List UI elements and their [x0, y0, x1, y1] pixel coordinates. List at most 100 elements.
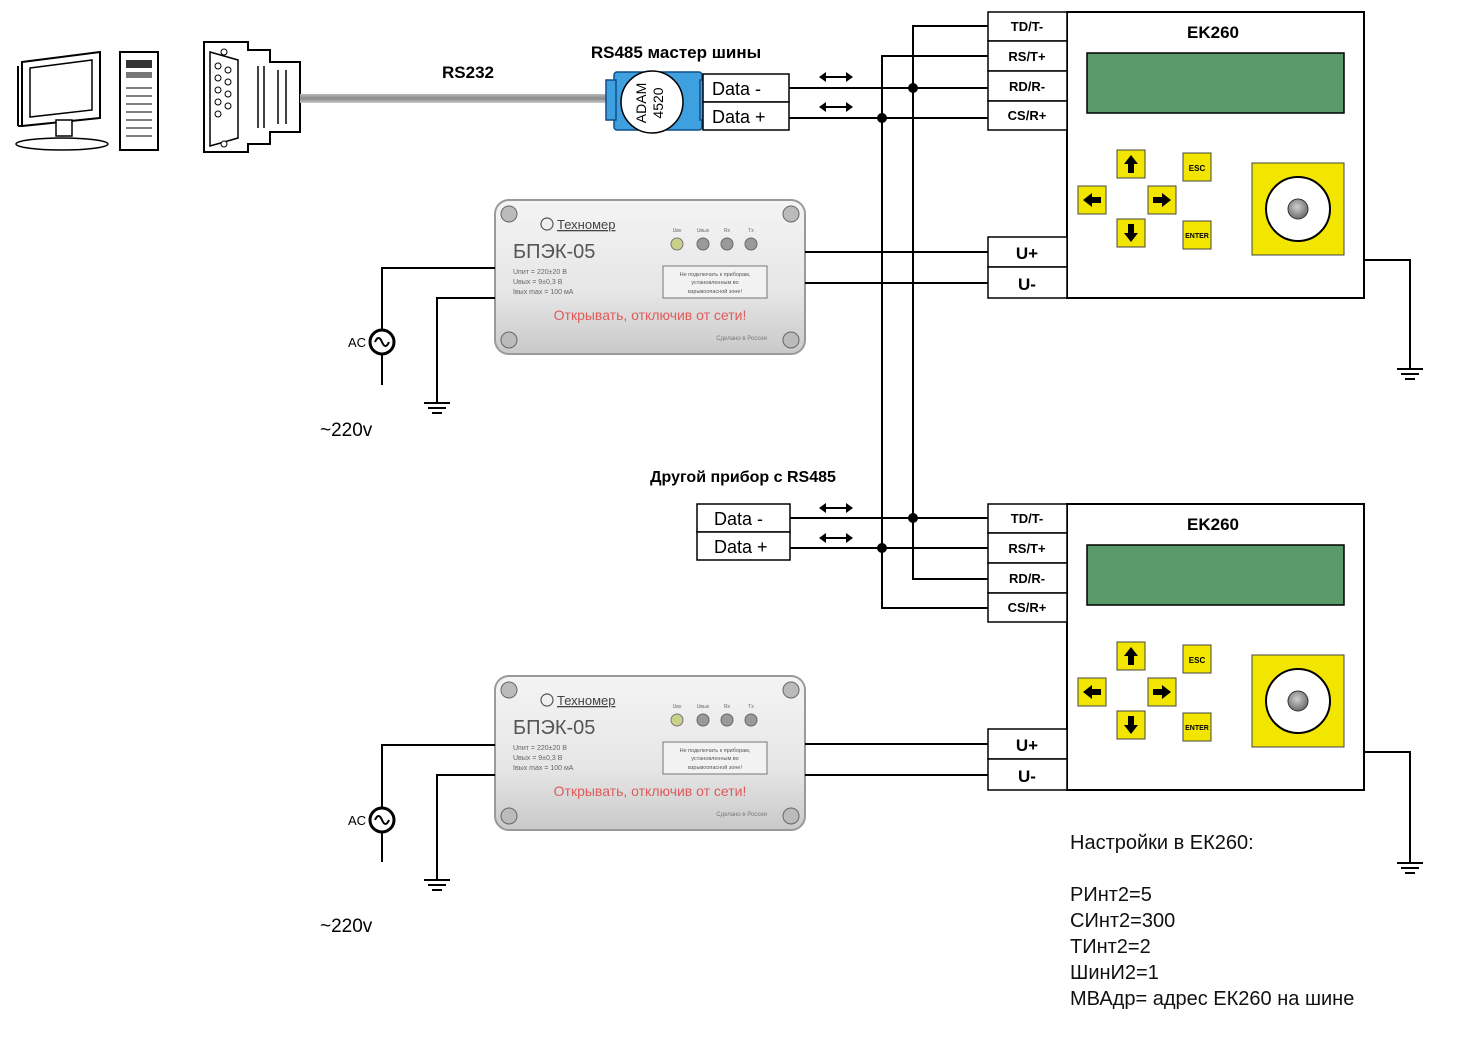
bpek-caution: Открывать, отключив от сети! [554, 307, 747, 323]
ac-source-icon [368, 806, 396, 834]
ek260-settings-panel: Настройки в ЕК260: РИнт2=5 СИнт2=300 ТИн… [1070, 830, 1455, 1012]
bpek-spec: Iвых max = 100 мА [513, 765, 574, 772]
ek260-display [1086, 544, 1345, 606]
bidirectional-arrow-icon [818, 502, 854, 514]
other-data-minus-label: Data - [714, 509, 763, 529]
bpek-spec: Uвых = 9±0,3 В [513, 755, 563, 762]
arrow-left-key [1077, 185, 1107, 215]
bpek-led-label: Uвых [697, 228, 710, 234]
rs232-cable [300, 94, 614, 103]
other-data-plus-terminal [696, 531, 791, 561]
terminal-rs-label: RS/T+ [1008, 49, 1046, 64]
esc-key-label: ESC [1189, 164, 1206, 173]
other-device-header: Другой прибор с RS485 [650, 469, 836, 486]
bpek-led-label: Tx [748, 704, 754, 710]
terminal-td-label: TD/T- [1011, 19, 1044, 34]
bpek-warning: установленным во [691, 756, 738, 762]
voltage-label: ~220v [320, 420, 373, 441]
ground-icon [1396, 354, 1424, 380]
settings-line: СИнт2=300 [1070, 910, 1176, 932]
ek260-unit-1: EK260 TD/T- RS/T+ RD/R- CS/R+ U+ U- [987, 11, 1365, 299]
power-wires-1 [381, 251, 988, 392]
arrow-right-key [1147, 677, 1177, 707]
bpek-led-label: Uвх [673, 704, 682, 710]
adam-4520-converter: ADAM 4520 [605, 70, 709, 134]
other-data-minus-terminal [696, 503, 791, 533]
terminal-rs-label: RS/T+ [1008, 541, 1046, 556]
settings-title: Настройки в ЕК260: [1070, 832, 1254, 854]
esc-key: ESC [1182, 644, 1212, 674]
ek260-unit-2: EK260 TD/T- RS/T+ RD/R- CS/R+ U+ U- [987, 503, 1365, 791]
bpek-05-power-supply-1: Техномер БПЭК-05 Uпит = 220±20 В Uвых = … [494, 199, 806, 355]
arrow-up-key [1116, 641, 1146, 671]
ground-icon [423, 388, 451, 414]
ac-source-icon [368, 328, 396, 356]
terminal-rd-label: RD/R- [1009, 79, 1045, 94]
bpek-warning: взрывоопасной зоне! [688, 288, 742, 295]
bpek-brand: Техномер [557, 693, 615, 708]
rotary-knob [1251, 162, 1345, 256]
terminal-cs-label: CS/R+ [1008, 108, 1047, 123]
terminal-cs-label: CS/R+ [1008, 600, 1047, 615]
esc-key: ESC [1182, 152, 1212, 182]
adam-model: 4520 [650, 87, 666, 118]
bidirectional-arrow-icon [818, 532, 854, 544]
computer-tower-icon [119, 51, 159, 151]
bpek-05-power-supply-2: Техномер БПЭК-05 Uпит = 220±20 В Uвых = … [494, 675, 806, 831]
power-wires-2 [381, 743, 988, 868]
adam-header: RS485 мастер шины [591, 43, 761, 62]
power-minus-label: U- [1018, 767, 1036, 786]
settings-line: РИнт2=5 [1070, 884, 1152, 906]
bpek-warning: Не подключать к приборам, [680, 272, 751, 278]
other-data-plus-label: Data + [714, 537, 768, 557]
bpek-model: БПЭК-05 [513, 241, 595, 263]
bidirectional-arrow-icon [818, 101, 854, 113]
bpek-spec: Uвых = 9±0,3 В [513, 279, 563, 286]
junction-dots [877, 83, 918, 553]
bpek-caution: Открывать, отключив от сети! [554, 783, 747, 799]
bpek-made: Сделано в России [716, 336, 767, 342]
settings-line: МВАдр= адрес ЕК260 на шине [1070, 988, 1355, 1010]
rs485-bus-wires [789, 25, 988, 609]
rs232-label: RS232 [442, 63, 494, 82]
enter-key: ENTER [1182, 712, 1212, 742]
enter-key-label: ENTER [1185, 233, 1209, 240]
enter-key: ENTER [1182, 220, 1212, 250]
bpek-brand: Техномер [557, 217, 615, 232]
bpek-spec: Uпит = 220±20 В [513, 745, 567, 752]
bpek-warning: установленным во [691, 280, 738, 286]
bpek-spec: Uпит = 220±20 В [513, 269, 567, 276]
terminal-rd-label: RD/R- [1009, 571, 1045, 586]
bpek-warning: взрывоопасной зоне! [688, 764, 742, 771]
ek260-title: EK260 [1187, 23, 1239, 42]
bpek-led-label: Uвх [673, 228, 682, 234]
terminal-td-label: TD/T- [1011, 511, 1044, 526]
voltage-label: ~220v [320, 916, 373, 937]
ek260-title: EK260 [1187, 515, 1239, 534]
computer-monitor-icon [15, 50, 109, 151]
ac-label: AC [348, 813, 366, 828]
arrow-right-key [1147, 185, 1177, 215]
bpek-model: БПЭК-05 [513, 717, 595, 739]
settings-line: ШинИ2=1 [1070, 962, 1159, 984]
rotary-knob [1251, 654, 1345, 748]
bidirectional-arrow-icon [818, 71, 854, 83]
bpek-made: Сделано в России [716, 812, 767, 818]
bpek-led-label: Uвых [697, 704, 710, 710]
arrow-down-key [1116, 710, 1146, 740]
adam-data-plus-label: Data + [712, 107, 766, 127]
bpek-spec: Iвых max = 100 мА [513, 289, 574, 296]
ek260-ground-wire [1364, 259, 1411, 358]
power-minus-label: U- [1018, 275, 1036, 294]
ek260-display [1086, 52, 1345, 114]
adam-data-minus-label: Data - [712, 79, 761, 99]
adam-name: ADAM [633, 83, 649, 123]
arrow-left-key [1077, 677, 1107, 707]
settings-line: ТИнт2=2 [1070, 936, 1151, 958]
esc-key-label: ESC [1189, 656, 1206, 665]
bpek-led-label: Tx [748, 228, 754, 234]
bpek-warning: Не подключать к приборам, [680, 748, 751, 754]
ac-label: AC [348, 335, 366, 350]
arrow-up-key [1116, 149, 1146, 179]
